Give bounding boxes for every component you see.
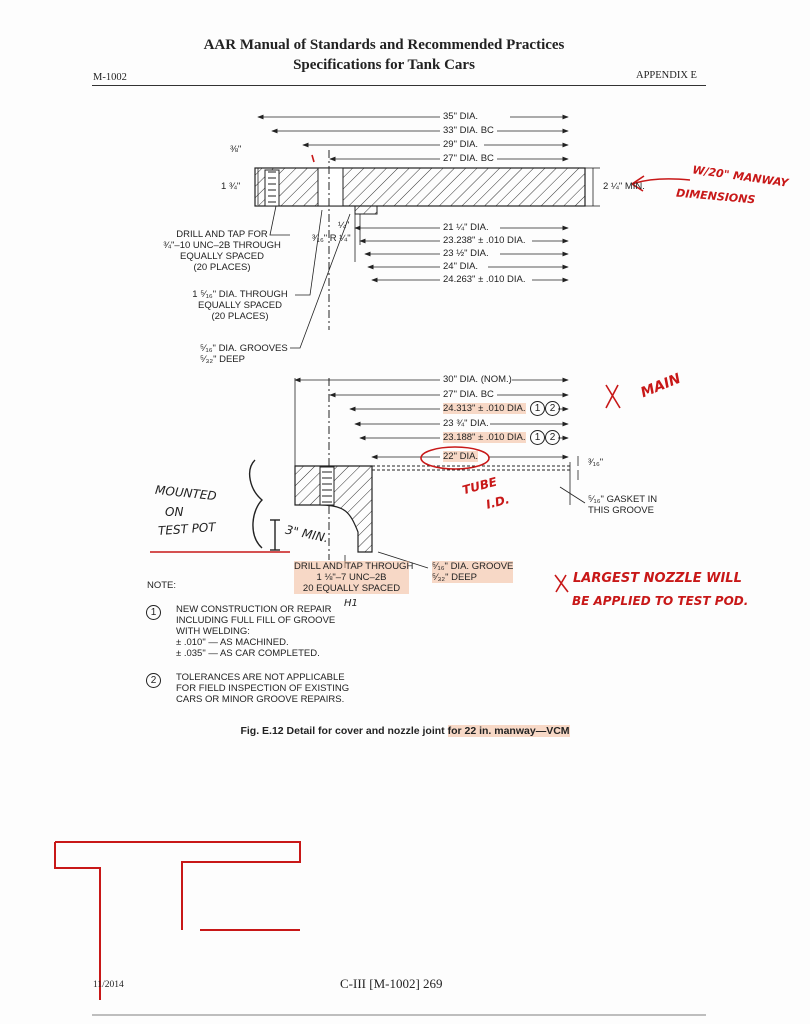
dim-24263-dia: 24.263" ± .010 DIA. xyxy=(443,274,526,285)
notes-heading: NOTE: xyxy=(147,580,177,591)
footer-page-number: C-III [M-1002] 269 xyxy=(340,976,443,991)
dim-23-half-dia: 23 ½" DIA. xyxy=(443,248,489,259)
manual-subtitle: Specifications for Tank Cars xyxy=(293,57,475,73)
cover-plate xyxy=(254,167,586,215)
bottom-dimension-lines xyxy=(294,377,586,569)
joint-drawing xyxy=(54,114,706,1016)
manual-title: AAR Manual of Standards and Recommended … xyxy=(203,37,565,53)
dim-gasket-depth: ³⁄₁₆" xyxy=(588,457,604,468)
note-1-number: 1 xyxy=(146,602,161,620)
nozzle-groove-note: ⁵⁄₁₆" DIA. GROOVE ⁵⁄₃₂" DEEP xyxy=(432,561,514,583)
grooves-note: ⁵⁄₁₆" DIA. GROOVES ⁵⁄₃₂" DEEP xyxy=(200,343,288,365)
dim-three-eighths: ⅜" xyxy=(230,144,242,155)
dim-35-dia: 35" DIA. xyxy=(443,111,479,122)
dim-quarter: ¼" xyxy=(338,220,350,231)
dim-height: 1 ¾" xyxy=(221,181,241,192)
dim-22-dia: 22" DIA. xyxy=(443,451,479,462)
note-2-number: 2 xyxy=(146,670,161,688)
appendix-label: APPENDIX E xyxy=(636,70,697,81)
dim-21-dia: 21 ¼" DIA. xyxy=(443,222,489,233)
nozzle-section xyxy=(294,465,570,553)
nozzle-drill-note: DRILL AND TAP THROUGH 1 ⅛"–7 UNC–2B 20 E… xyxy=(294,561,414,594)
footer-date: 11/2014 xyxy=(93,980,124,990)
dim-24-dia: 24" DIA. xyxy=(443,261,479,272)
red-pen-marks xyxy=(150,154,691,593)
bracket-mark xyxy=(248,459,280,551)
dim-23188-dia: 23.188" ± .010 DIA. xyxy=(443,432,526,443)
header-rule xyxy=(92,85,706,86)
drill-tap-note: DRILL AND TAP FOR ¾"–10 UNC–2B THROUGH E… xyxy=(163,229,281,273)
gasket-note: ⁵⁄₁₆" GASKET IN THIS GROOVE xyxy=(588,494,658,516)
dim-radius: ³⁄₁₆" R ¼" xyxy=(312,233,351,244)
dim-23238-dia: 23.238" ± .010 DIA. xyxy=(443,235,526,246)
handwriting-on: ON xyxy=(165,505,184,519)
through-hole-note: 1 ⁵⁄₁₆" DIA. THROUGH EQUALLY SPACED (20 … xyxy=(192,289,288,322)
figure-caption: Fig. E.12 Detail for cover and nozzle jo… xyxy=(240,725,570,737)
dim-27-bc-nozzle: 27" DIA. BC xyxy=(443,389,494,400)
top-dimension-lines xyxy=(257,114,600,349)
dim-23-three-quarter: 23 ¾" DIA. xyxy=(443,418,489,429)
dim-24313-dia: 24.313" ± .010 DIA. xyxy=(443,403,526,414)
dim-thickness: 2 ¼" MIN. xyxy=(603,181,645,192)
handwriting-applied-to-test-pod: BE APPLIED TO TEST POD. xyxy=(572,594,749,608)
handwriting-largest-nozzle: LARGEST NOZZLE WILL xyxy=(573,571,742,586)
dim-29-dia: 29" DIA. xyxy=(443,139,479,150)
red-t-mark xyxy=(54,841,301,1000)
dim-30-nom: 30" DIA. (NOM.) xyxy=(443,374,512,385)
dim-33-bc: 33" DIA. BC xyxy=(443,125,494,136)
spec-number: M-1002 xyxy=(93,72,127,83)
dim-27-bc: 27" DIA. BC xyxy=(443,153,494,164)
handwriting-h1: H1 xyxy=(344,598,358,609)
